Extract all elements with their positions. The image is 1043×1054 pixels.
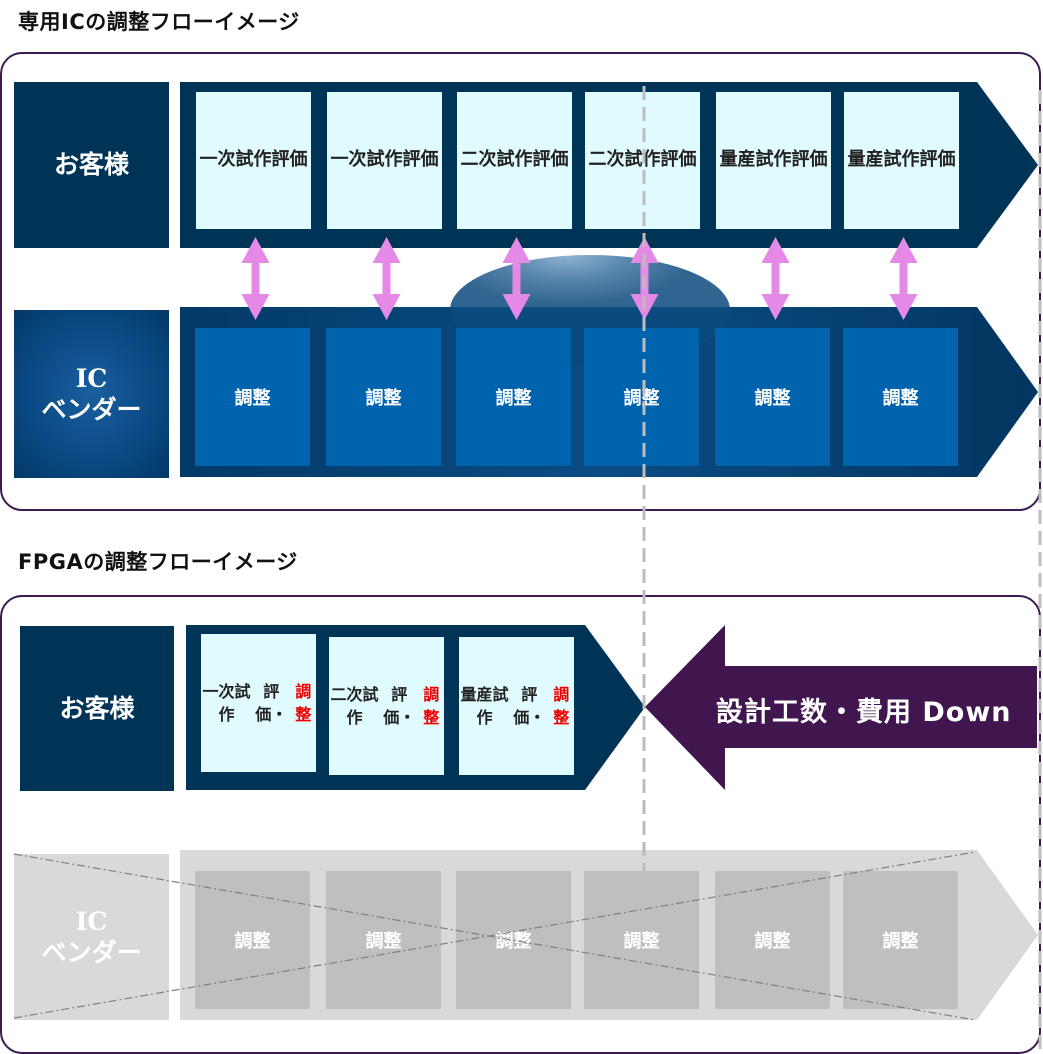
fpga-customer-step: 量産試作評価・調整 [459,637,574,775]
step-label: 二次試作 [330,684,379,727]
ic-customer-step: 一次試作評価 [196,92,311,229]
step-sublabel: 評価・ [255,681,288,724]
ic-flow-title: 専用ICの調整フローイメージ [18,10,300,34]
eliminated-vendor-step: 調整 [843,871,958,1009]
cost-down-arrow [645,625,1037,790]
ic-vendor-step: 調整 [584,328,699,466]
eliminated-vendor-step: 調整 [326,871,441,1009]
fpga-flow-title: FPGAの調整フローイメージ [18,550,298,574]
step-label: 一次試作 [202,681,251,724]
ic-vendor-step: 調整 [715,328,830,466]
eliminated-vendor-step: 調整 [584,871,699,1009]
fpga-customer-label: お客様 [20,626,174,791]
cost-down-label: 設計工数・費用 Down [716,697,1012,728]
step-sublabel: 評価 [532,149,569,171]
ic-vendor-step: 調整 [195,328,310,466]
step-label: 一次試作 [199,149,272,171]
ic-customer-step: 量産試作評価 [716,92,831,229]
step-sublabel: 評価 [791,149,828,171]
eliminated-vendor-line2: ベンダー [41,938,142,967]
exchange-arrow-icon [761,237,790,320]
fpga-customer-step: 二次試作評価・調整 [329,637,444,775]
adjustment-highlight: 調整 [423,684,440,727]
step-label: 一次試作 [330,149,403,171]
eliminated-vendor-step: 調整 [715,871,830,1009]
eliminated-vendor-line1: IC [75,906,108,936]
ic-customer-step: 量産試作評価 [844,92,959,229]
eliminated-vendor-label: IC ベンダー [14,854,169,1020]
ic-vendor-step: 調整 [456,328,571,466]
step-label: 量産試作 [719,149,792,171]
adjustment-highlight: 調整 [553,684,570,727]
ic-customer-step: 一次試作評価 [327,92,442,229]
exchange-arrow-icon [372,237,401,320]
step-label: 二次試作 [460,149,533,171]
ic-vendor-step: 調整 [326,328,441,466]
step-sublabel: 評価 [402,149,439,171]
step-label: 量産試作 [847,149,920,171]
exchange-arrow-icon [630,237,659,320]
vendor-label-line1: IC [75,363,108,393]
step-sublabel: 評価・ [513,684,546,727]
exchange-arrow-icon [241,237,270,320]
step-sublabel: 評価・ [383,684,416,727]
fpga-customer-step: 一次試作評価・調整 [201,634,316,772]
eliminated-vendor-step: 調整 [195,871,310,1009]
step-sublabel: 評価 [660,149,697,171]
step-label: 量産試作 [460,684,509,727]
exchange-arrow-icon [502,237,531,320]
step-sublabel: 評価 [919,149,956,171]
ic-customer-step: 二次試作評価 [457,92,572,229]
ic-vendor-step: 調整 [843,328,958,466]
step-sublabel: 評価 [271,149,308,171]
adjustment-highlight: 調整 [295,681,312,724]
eliminated-vendor-step: 調整 [456,871,571,1009]
ic-customer-label: お客様 [14,82,169,248]
exchange-arrow-icon [889,237,918,320]
vendor-label-line2: ベンダー [41,395,142,424]
ic-vendor-label: IC ベンダー [14,310,169,478]
